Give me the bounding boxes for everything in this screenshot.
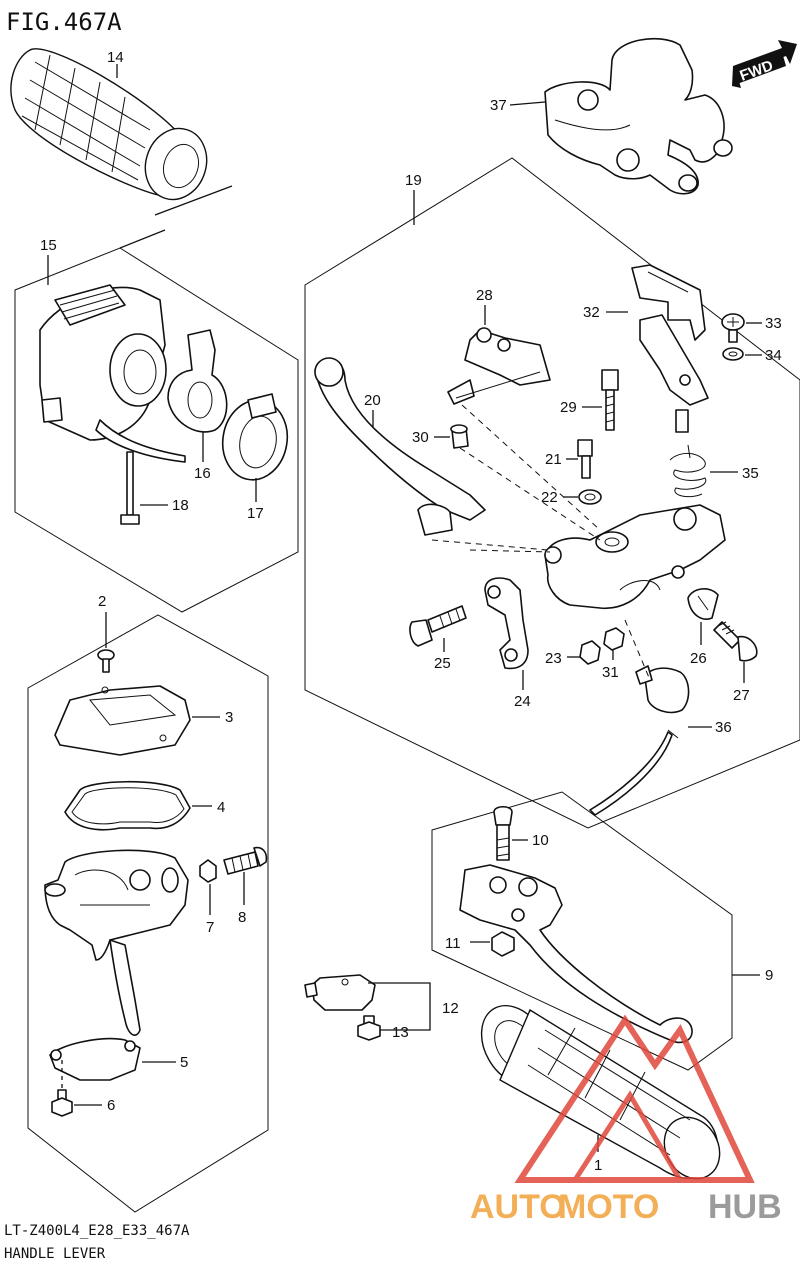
callout-23: 23	[545, 650, 562, 667]
fwd-label: FWD	[738, 57, 776, 85]
lever-holder	[544, 504, 726, 610]
callout-21: 21	[545, 451, 562, 468]
gasket-4	[64, 780, 191, 831]
part-5	[49, 1037, 141, 1081]
bolt-8	[223, 846, 268, 875]
callout-13: 13	[392, 1024, 409, 1041]
callout-37: 37	[490, 97, 507, 114]
part-16	[167, 329, 228, 433]
watermark-hub: HUB	[708, 1188, 782, 1226]
callout-27: 27	[733, 687, 750, 704]
callout-1: 1	[594, 1157, 602, 1174]
callout-10: 10	[532, 832, 549, 849]
callout-26: 26	[690, 650, 707, 667]
nut-11	[491, 931, 515, 957]
part-26	[687, 588, 719, 620]
switch-36	[589, 665, 690, 816]
callout-8: 8	[238, 909, 246, 926]
fwd-arrow: FWD	[732, 40, 797, 88]
part-20-lever	[314, 357, 486, 536]
screw-2	[97, 649, 115, 673]
screw-13	[357, 1015, 381, 1041]
callout-9: 9	[765, 967, 773, 984]
nut-23	[579, 640, 601, 665]
box-19	[304, 157, 800, 829]
nut-31	[603, 627, 625, 651]
callout-30: 30	[412, 429, 429, 446]
callout-17: 17	[247, 505, 264, 522]
callout-6: 6	[107, 1097, 115, 1114]
master-cylinder-body	[44, 849, 189, 1036]
callout-15: 15	[40, 237, 57, 254]
callout-22: 22	[541, 489, 558, 506]
switch-housing	[39, 284, 186, 463]
callout-25: 25	[434, 655, 451, 672]
callout-19: 19	[405, 172, 422, 189]
box-left-lower	[27, 614, 269, 1213]
part-24-clamp	[484, 577, 529, 670]
callout-31: 31	[602, 664, 619, 681]
screw-21	[577, 439, 593, 479]
footer-name: HANDLE LEVER	[4, 1246, 106, 1262]
bolt-10	[493, 805, 513, 861]
grip-part-14	[10, 48, 208, 201]
grip-part-1	[480, 1004, 721, 1180]
switch-12	[304, 974, 376, 1011]
watermark-auto: AUTO	[470, 1188, 566, 1226]
callout-33: 33	[765, 315, 782, 332]
screw-18	[120, 451, 140, 525]
callout-20: 20	[364, 392, 381, 409]
callout-11: 11	[445, 935, 461, 952]
watermark-logo: AUTO MOTO HUB	[470, 1014, 782, 1226]
part-17	[221, 393, 289, 481]
part-30	[450, 424, 469, 449]
washer-34	[722, 347, 744, 361]
figure-title: FIG.467A	[6, 8, 122, 36]
callout-36: 36	[715, 719, 732, 736]
screw-33	[721, 313, 745, 343]
screw-6	[51, 1089, 73, 1117]
master-cylinder-part-37	[544, 37, 733, 195]
nut-7	[199, 859, 217, 883]
cap-3	[54, 685, 191, 756]
watermark-moto: MOTO	[558, 1188, 659, 1226]
bolt-25	[409, 605, 467, 647]
callout-2: 2	[98, 593, 106, 610]
callout-3: 3	[225, 709, 233, 726]
part-32-cover	[631, 264, 709, 433]
callout-14: 14	[107, 49, 124, 66]
screw-27	[713, 621, 758, 662]
spring-35	[669, 444, 707, 498]
callout-32: 32	[583, 304, 600, 321]
callout-34: 34	[765, 347, 782, 364]
callout-35: 35	[742, 465, 759, 482]
footer-code: LT-Z400L4_E28_E33_467A	[4, 1223, 190, 1239]
callout-5: 5	[180, 1054, 188, 1071]
box-9	[431, 791, 733, 1071]
callout-16: 16	[194, 465, 211, 482]
callout-24: 24	[514, 693, 531, 710]
part-28	[447, 327, 551, 405]
washer-22	[578, 489, 602, 505]
lever-9	[459, 864, 693, 1044]
callout-29: 29	[560, 399, 577, 416]
callout-7: 7	[206, 919, 214, 936]
callout-28: 28	[476, 287, 493, 304]
callout-12: 12	[442, 1000, 459, 1017]
callout-18: 18	[172, 497, 189, 514]
callout-4: 4	[217, 799, 225, 816]
bolt-29	[601, 369, 619, 431]
